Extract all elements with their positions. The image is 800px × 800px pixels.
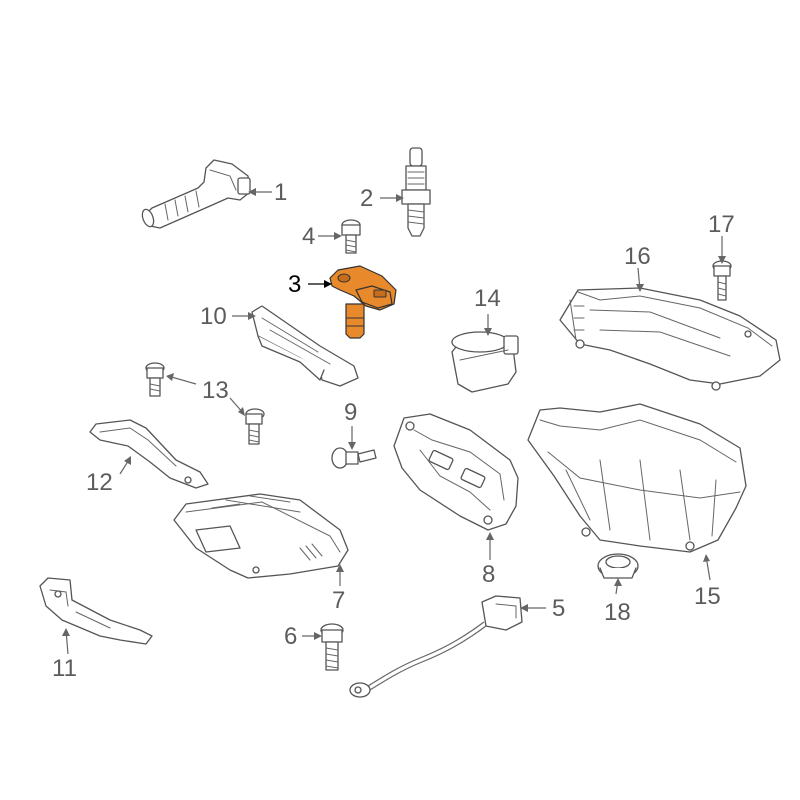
camshaft-sensor-highlighted[interactable] [329, 265, 397, 339]
bolt-6[interactable] [320, 623, 344, 671]
ecu-7[interactable] [173, 493, 349, 579]
bolt-13a[interactable] [145, 362, 165, 397]
callout-1[interactable]: 1 [274, 179, 287, 206]
bolt-13b[interactable] [245, 408, 265, 445]
callout-18[interactable]: 18 [604, 599, 631, 626]
bolt-4[interactable] [341, 219, 361, 254]
callout-16[interactable]: 16 [624, 243, 651, 270]
callout-10[interactable]: 10 [200, 303, 227, 330]
callout-17[interactable]: 17 [708, 211, 735, 238]
callout-14[interactable]: 14 [474, 285, 501, 312]
module-tray-8[interactable] [393, 413, 519, 531]
callout-11[interactable]: 11 [52, 655, 77, 682]
callout-4[interactable]: 4 [302, 223, 315, 250]
bracket-10[interactable] [251, 305, 359, 387]
grommet-18[interactable] [597, 553, 639, 579]
callout-15[interactable]: 15 [694, 583, 721, 610]
intake-cover-16[interactable] [559, 287, 781, 391]
spark-plug[interactable] [401, 147, 431, 237]
bolt-17[interactable] [712, 260, 732, 301]
housing-15[interactable] [527, 403, 747, 553]
canister-14[interactable] [451, 331, 519, 393]
callout-labels: 1 2 4 3 10 14 16 17 13 9 12 8 15 18 7 11… [52, 179, 735, 682]
callout-7[interactable]: 7 [332, 587, 345, 614]
bracket-11[interactable] [39, 577, 153, 645]
callout-8[interactable]: 8 [482, 561, 495, 588]
callout-5[interactable]: 5 [552, 595, 565, 622]
bolt-9[interactable] [331, 447, 377, 469]
callout-13[interactable]: 13 [202, 377, 229, 404]
callout-12[interactable]: 12 [86, 469, 113, 496]
bracket-12[interactable] [89, 419, 209, 489]
knock-sensor-5[interactable] [349, 595, 523, 698]
leader-lines [62, 188, 726, 655]
callout-3[interactable]: 3 [288, 271, 301, 298]
callout-9[interactable]: 9 [344, 399, 357, 426]
callout-6[interactable]: 6 [284, 623, 297, 650]
ignition-coil[interactable] [140, 159, 251, 229]
callout-2[interactable]: 2 [360, 185, 373, 212]
